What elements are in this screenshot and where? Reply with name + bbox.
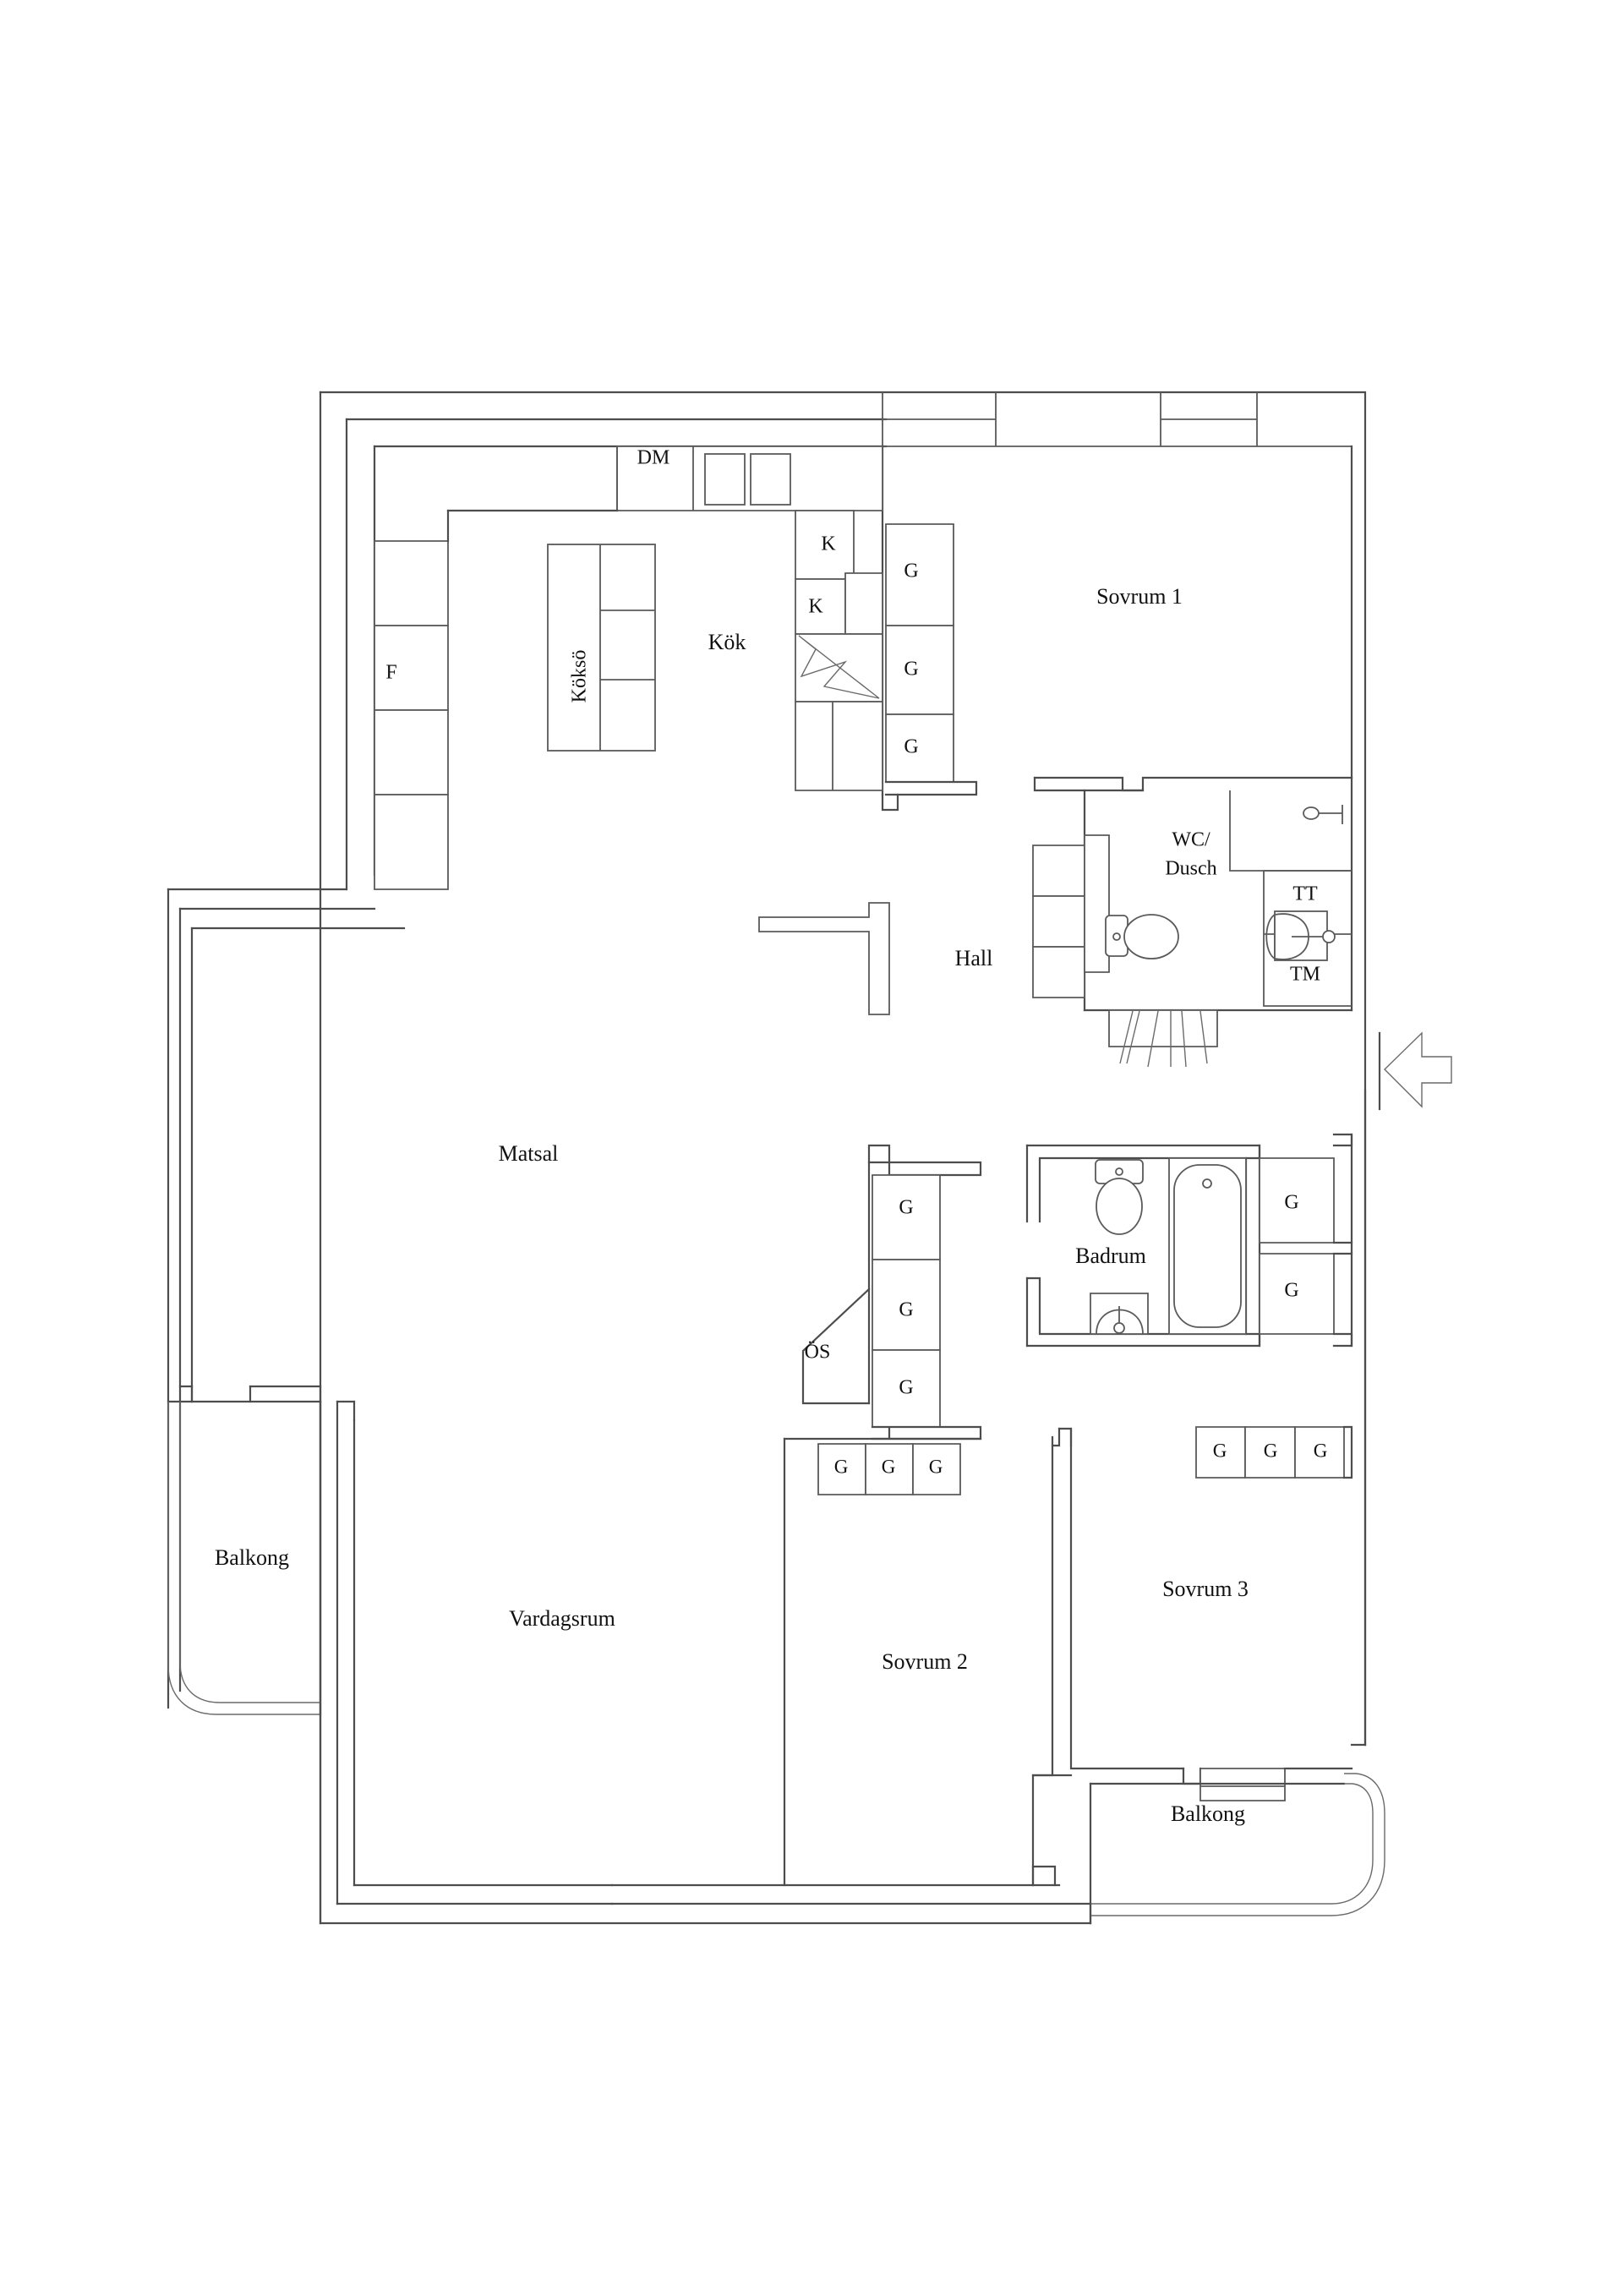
- closet-label-matsal-c: G: [899, 1377, 913, 1399]
- room-label-sovrum1: Sovrum 1: [1096, 584, 1183, 609]
- entry-arrow: [1378, 1031, 1452, 1111]
- wc-dusch: [1032, 776, 1353, 1068]
- appliance-labels: DM F K K TT TM: [385, 447, 1320, 986]
- appliance-label-dm: DM: [637, 447, 670, 469]
- closet-label-sovrum1-a: G: [904, 560, 918, 582]
- badrum: [1025, 1089, 1367, 1747]
- kitchen-cabinets: [374, 446, 978, 890]
- room-label-balkong-right: Balkong: [1171, 1801, 1245, 1826]
- vardagsrum-walls: [336, 1400, 356, 1422]
- appliance-label-tt: TT: [1292, 883, 1318, 905]
- room-label-wc-line2: Dusch: [1165, 858, 1216, 880]
- room-label-os: ÖS: [805, 1342, 831, 1364]
- room-label-wc-line1: WC/: [1172, 829, 1210, 851]
- closet-label-sovrum2-a: G: [834, 1456, 849, 1477]
- closet-label-badrum-b: G: [1284, 1280, 1298, 1302]
- closet-label-sovrum3-c: G: [1314, 1440, 1328, 1461]
- closet-label-badrum-a: G: [1284, 1192, 1298, 1214]
- closet-labels: G G G G G G G G G G G G G G: [834, 560, 1328, 1478]
- hall-partition: [758, 902, 890, 1015]
- closet-label-sovrum3-b: G: [1264, 1440, 1278, 1461]
- balkong-right: [1089, 1773, 1385, 1925]
- room-labels: Kök Köksö Sovrum 1 WC/ Dusch Hall Matsal…: [215, 584, 1249, 1826]
- closet-label-sovrum1-b: G: [904, 659, 918, 681]
- closet-label-sovrum1-c: G: [904, 736, 918, 758]
- appliance-label-tm: TM: [1290, 964, 1320, 986]
- room-label-kok: Kök: [708, 630, 746, 654]
- room-label-sovrum2: Sovrum 2: [882, 1649, 968, 1674]
- appliance-label-f: F: [385, 662, 396, 684]
- closet-label-sovrum2-c: G: [929, 1456, 943, 1477]
- room-label-vardagsrum: Vardagsrum: [509, 1606, 615, 1631]
- room-label-matsal: Matsal: [499, 1141, 559, 1166]
- room-label-kockso: Köksö: [569, 650, 591, 703]
- appliance-label-k2: K: [808, 596, 823, 618]
- sovrum2-walls: [783, 1427, 1185, 1887]
- closet-label-sovrum2-b: G: [882, 1456, 896, 1477]
- sovrum3-walls: [1069, 1425, 1353, 1801]
- closet-label-matsal-b: G: [899, 1299, 913, 1321]
- room-label-sovrum3: Sovrum 3: [1162, 1577, 1249, 1601]
- closet-label-matsal-a: G: [899, 1197, 913, 1219]
- room-label-badrum: Badrum: [1075, 1244, 1146, 1268]
- balkong-left: [167, 1385, 322, 1716]
- top-window-bands: [882, 392, 1352, 447]
- appliance-label-k1: K: [821, 533, 836, 555]
- os-and-closets: [801, 1144, 982, 1440]
- room-label-balkong-left: Balkong: [215, 1545, 289, 1570]
- closet-label-sovrum3-a: G: [1213, 1440, 1227, 1461]
- room-label-hall: Hall: [955, 946, 993, 970]
